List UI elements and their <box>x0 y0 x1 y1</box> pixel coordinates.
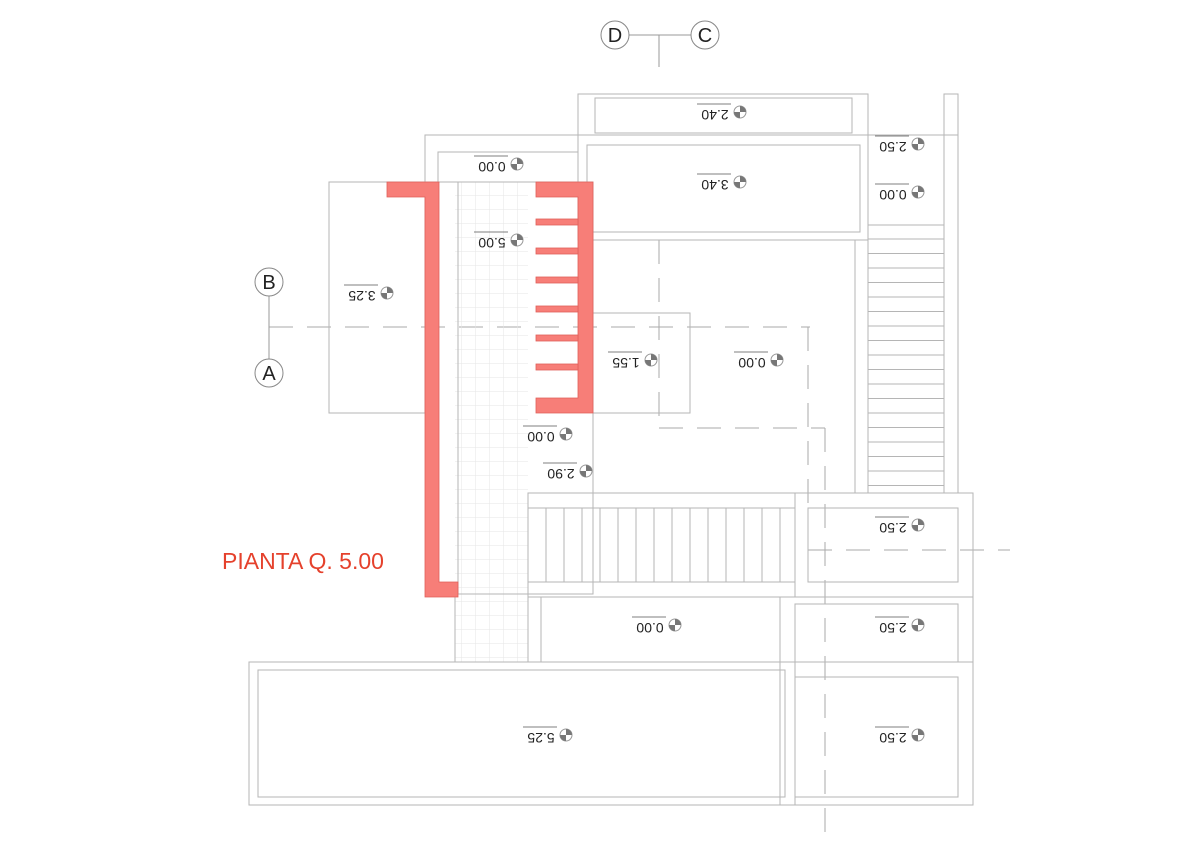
elevation-value: 0.00 <box>636 620 663 636</box>
elevation-marker: 1.55 <box>608 351 658 371</box>
wall-tooth <box>535 218 579 226</box>
elevation-marker: 2.50 <box>875 616 925 636</box>
elevation-value: 2.40 <box>701 107 728 123</box>
elevation-marker: 0.00 <box>632 616 682 636</box>
elevation-value: 0.00 <box>527 429 554 445</box>
elevation-marker: 0.00 <box>474 155 524 175</box>
axis-marker-a: A <box>254 358 284 388</box>
axis-marker-b: B <box>254 267 284 297</box>
wall-tooth <box>535 247 579 255</box>
wall-tooth <box>535 334 579 342</box>
elevation-marker: 0.00 <box>734 351 784 371</box>
elevation-value: 5.00 <box>478 235 505 251</box>
elevation-value: 2.50 <box>879 520 906 536</box>
elevation-marker: 2.50 <box>875 135 925 155</box>
wall-tooth <box>535 363 579 371</box>
axis-lines <box>268 34 1010 840</box>
elevation-marker: 0.00 <box>523 425 573 445</box>
wall-comb <box>535 181 594 414</box>
elevation-value: 0.00 <box>879 187 906 203</box>
room-outlines <box>248 93 974 806</box>
elevation-value: 1.55 <box>612 355 639 371</box>
elevation-marker: 5.25 <box>523 726 573 746</box>
elevation-marker: 2.40 <box>697 103 747 123</box>
tiled-areas <box>257 97 959 798</box>
elevation-value: 3.40 <box>701 177 728 193</box>
axis-label-c: C <box>698 25 712 47</box>
elevation-marker: 2.90 <box>543 462 593 482</box>
demolished-walls <box>386 181 594 598</box>
elevation-value: 2.50 <box>879 139 906 155</box>
wall-l-shape <box>386 181 459 598</box>
elevation-value: 2.50 <box>879 730 906 746</box>
elevation-value: 2.50 <box>879 620 906 636</box>
wall-tooth <box>535 276 579 284</box>
wall-tooth <box>535 305 579 313</box>
elevation-marker: 5.00 <box>474 231 524 251</box>
elevation-marker: 2.50 <box>875 516 925 536</box>
elevation-value: 5.25 <box>527 730 554 746</box>
elevation-value: 0.00 <box>478 159 505 175</box>
elevation-value: 0.00 <box>738 355 765 371</box>
axis-label-b: B <box>262 272 275 294</box>
elevation-marker: 3.40 <box>697 173 747 193</box>
elevation-marker: 0.00 <box>875 183 925 203</box>
elevation-value: 2.90 <box>547 466 574 482</box>
elevation-marker: 2.50 <box>875 726 925 746</box>
elevation-markers: 2.40 2.50 0.00 3.40 0.00 5.00 3.25 1.55 0.00 0.00… <box>344 103 925 746</box>
axis-marker-d: D <box>600 20 630 50</box>
elevation-marker: 3.25 <box>344 284 394 304</box>
axis-label-a: A <box>262 363 276 385</box>
axis-marker-c: C <box>690 20 720 50</box>
axis-label-d: D <box>608 25 622 47</box>
drawing-title: PIANTA Q. 5.00 <box>222 548 384 574</box>
elevation-value: 3.25 <box>348 288 375 304</box>
